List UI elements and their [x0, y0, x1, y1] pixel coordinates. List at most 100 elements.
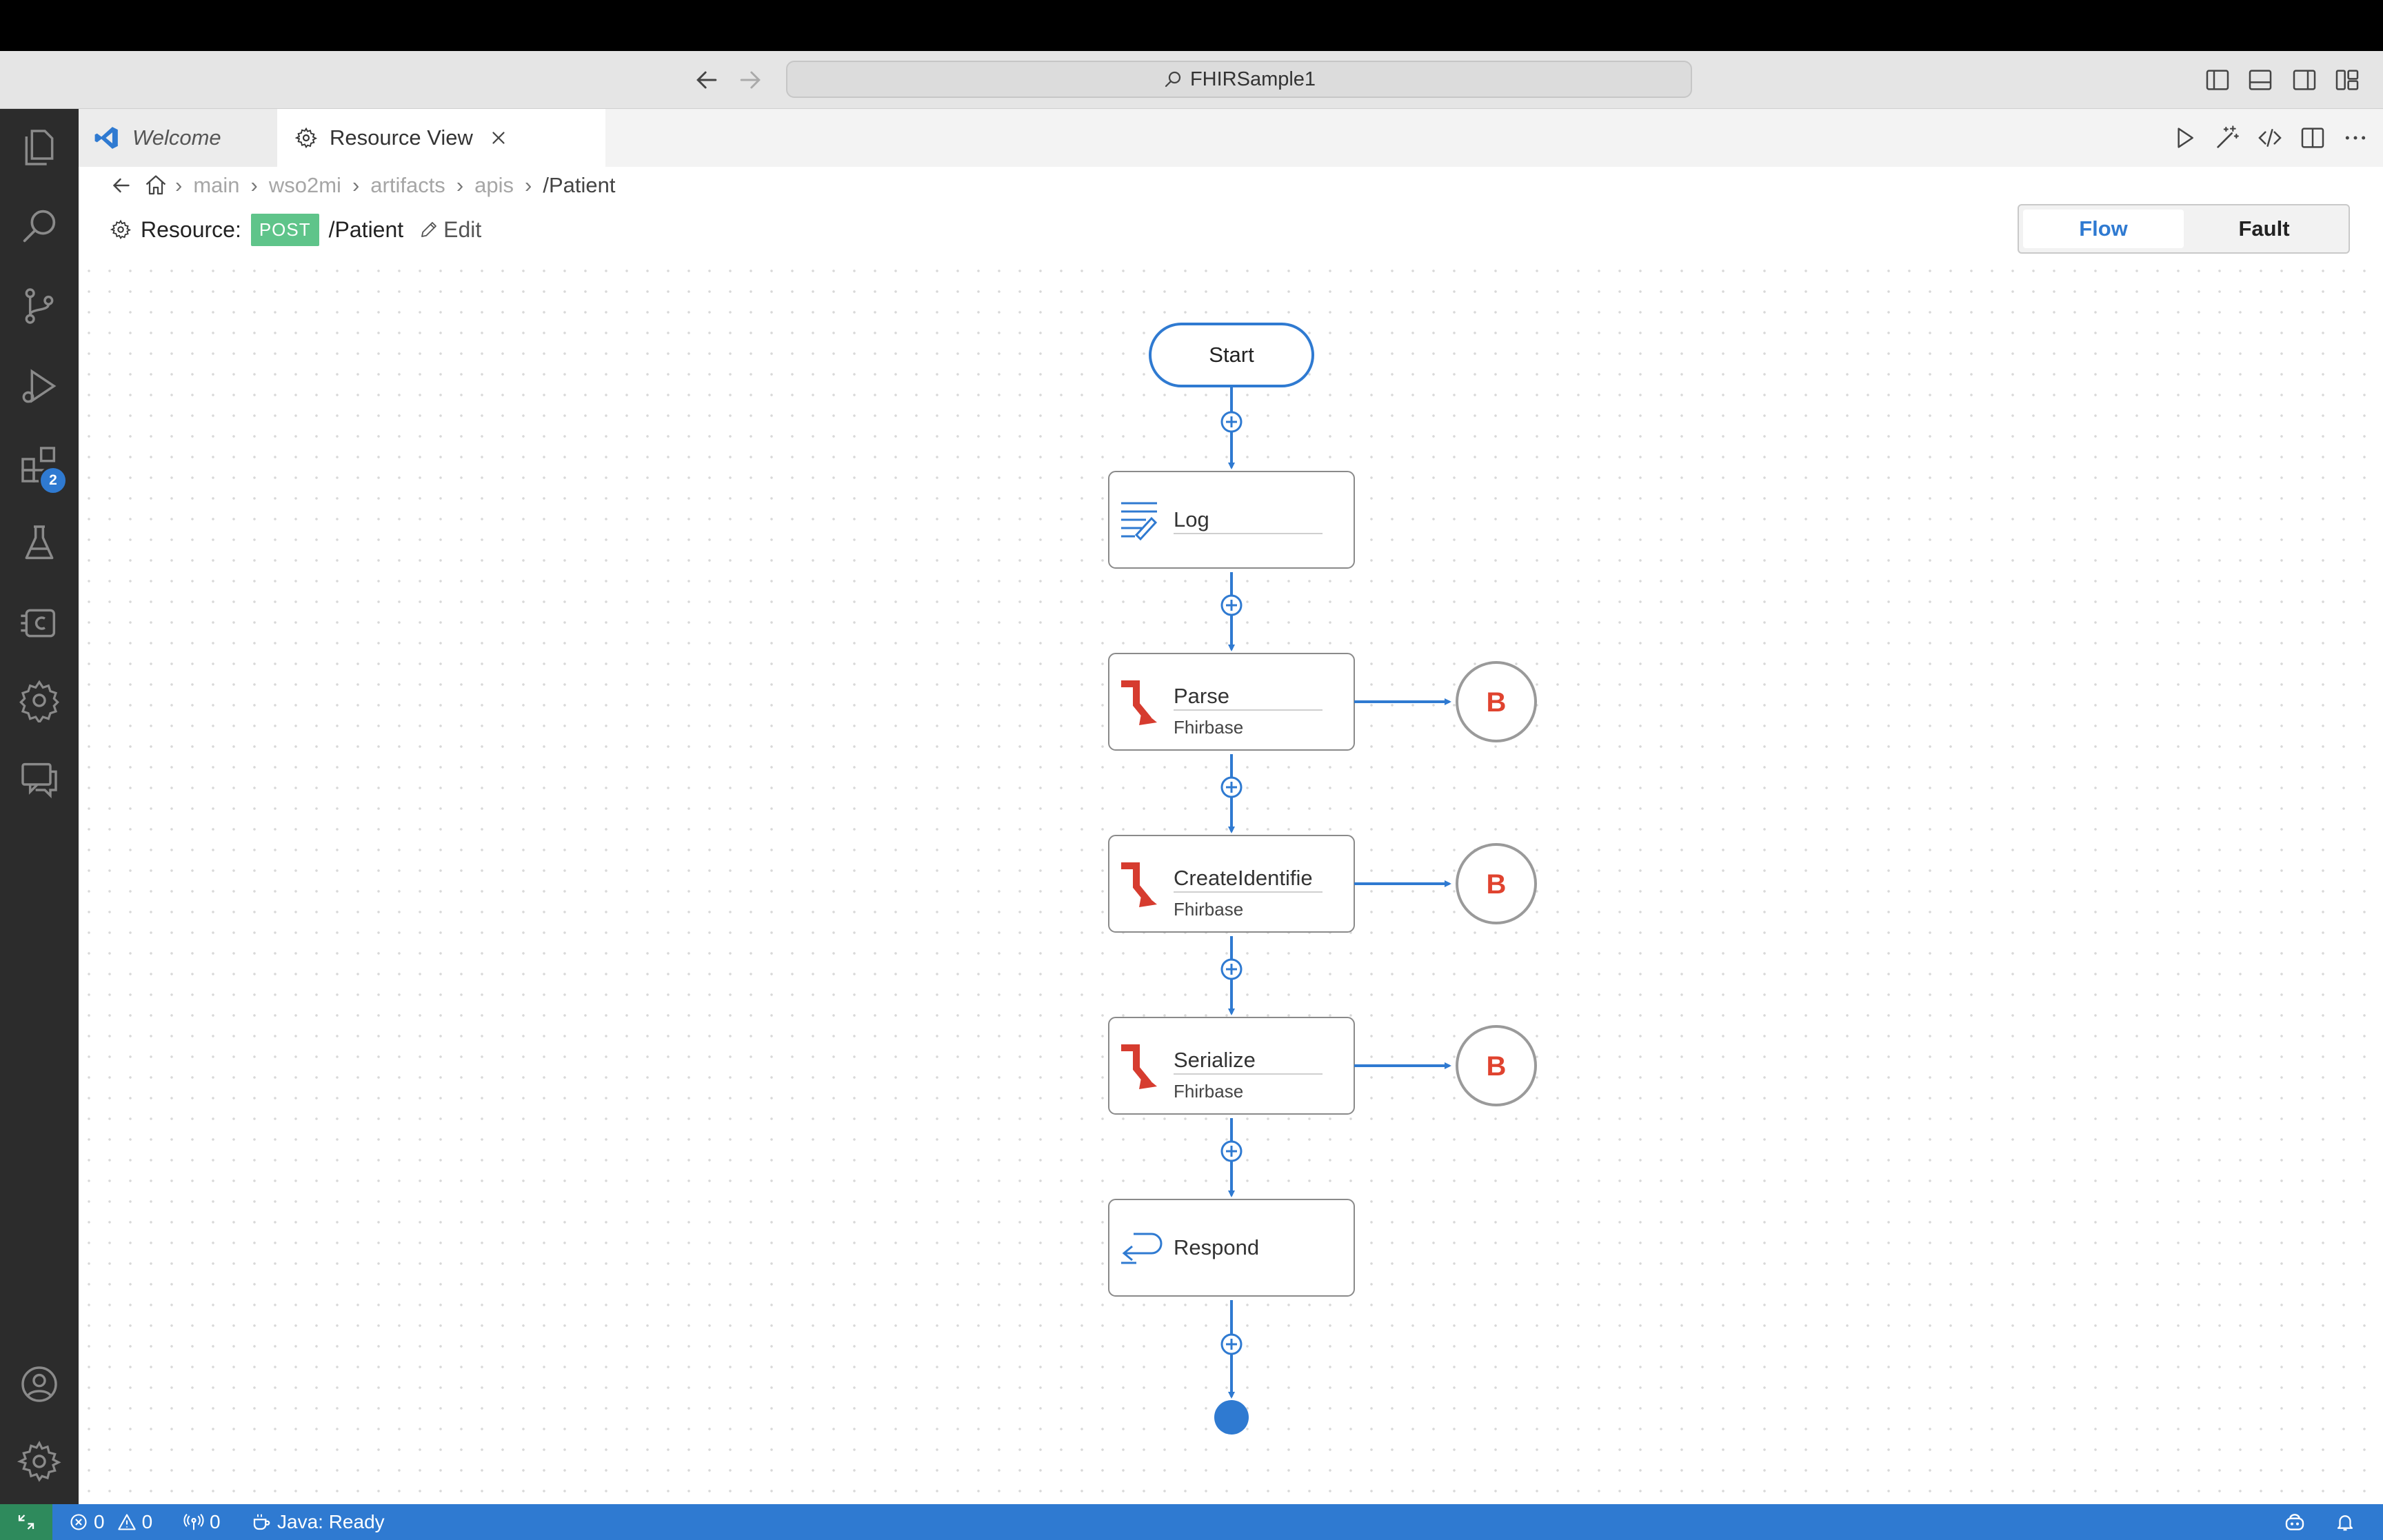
add-mediator-icon[interactable]: [1220, 1333, 1243, 1355]
flow-fault-toggle: Flow Fault: [2018, 204, 2350, 254]
breadcrumb: › main › wso2mi › artifacts › apis › /Pa…: [109, 168, 619, 203]
chat-icon[interactable]: [17, 757, 61, 801]
chevron-right-icon: ›: [525, 173, 532, 197]
resource-header: Resource: POST /Patient Edit: [110, 212, 481, 247]
remote-explorer-icon[interactable]: [17, 601, 61, 645]
copilot-icon[interactable]: [2284, 1504, 2306, 1540]
title-bar: FHIRSample1: [0, 51, 2383, 109]
close-icon[interactable]: [488, 128, 509, 148]
manage-gear-icon[interactable]: [17, 1439, 61, 1483]
java-status-text: Java: Ready: [277, 1511, 385, 1532]
customize-layout-icon[interactable]: [2333, 66, 2361, 94]
branch-node[interactable]: B: [1456, 1025, 1537, 1106]
breadcrumb-item-artifacts[interactable]: artifacts: [370, 173, 445, 197]
more-actions-icon[interactable]: [2342, 124, 2369, 152]
node-subtitle: Fhirbase: [1174, 899, 1243, 920]
remote-window-button[interactable]: [0, 1504, 52, 1540]
testing-icon[interactable]: [17, 521, 61, 565]
branch-node[interactable]: B: [1456, 843, 1537, 924]
home-icon[interactable]: [143, 173, 168, 198]
bell-icon[interactable]: [2335, 1504, 2355, 1540]
mediator-node-log[interactable]: Log: [1108, 471, 1355, 569]
magic-wand-icon[interactable]: [2213, 124, 2241, 152]
diagram-canvas: Start Log: [79, 261, 2383, 1504]
edit-button[interactable]: Edit: [419, 217, 481, 243]
connector-icon: [1121, 862, 1157, 907]
integrator-icon[interactable]: [17, 678, 61, 722]
tab-label: Resource View: [330, 125, 473, 150]
connector-node-parse[interactable]: Parse Fhirbase: [1108, 653, 1355, 751]
start-node[interactable]: Start: [1149, 323, 1314, 387]
chevron-right-icon: ›: [175, 173, 183, 197]
java-status[interactable]: Java: Ready: [251, 1504, 385, 1540]
connector-node-createidentifier[interactable]: CreateIdentifie Fhirbase: [1108, 835, 1355, 933]
forward-arrow-icon[interactable]: [735, 65, 765, 95]
node-title: Log: [1174, 507, 1209, 531]
coffee-icon: [251, 1512, 272, 1532]
node-title: Parse: [1174, 684, 1229, 708]
search-text: FHIRSample1: [1189, 68, 1316, 90]
add-mediator-icon[interactable]: [1220, 1140, 1243, 1162]
node-subtitle: Fhirbase: [1174, 1081, 1243, 1102]
branch-label: B: [1487, 687, 1507, 718]
split-editor-icon[interactable]: [2299, 124, 2326, 152]
code-view-icon[interactable]: [2256, 124, 2284, 152]
pencil-icon: [419, 219, 439, 240]
back-arrow-icon[interactable]: [692, 65, 722, 95]
gear-icon: [110, 219, 131, 240]
respond-icon: [1121, 1233, 1163, 1264]
breadcrumb-item-apis[interactable]: apis: [474, 173, 514, 197]
source-control-icon[interactable]: [17, 284, 61, 328]
toggle-panel-icon[interactable]: [2246, 66, 2274, 94]
node-title: Respond: [1174, 1235, 1259, 1259]
resource-path: /Patient: [328, 216, 404, 242]
tab-resource-view[interactable]: Resource View: [277, 109, 605, 167]
breadcrumb-item-main[interactable]: main: [193, 173, 240, 197]
node-subtitle: Fhirbase: [1174, 717, 1243, 738]
chevron-right-icon: ›: [250, 173, 258, 197]
warning-icon: [117, 1512, 137, 1532]
broadcast-icon: [183, 1512, 204, 1532]
connector-node-serialize[interactable]: Serialize Fhirbase: [1108, 1017, 1355, 1115]
chevron-right-icon: ›: [352, 173, 360, 197]
method-badge: POST: [250, 213, 319, 246]
branch-label: B: [1487, 1051, 1507, 1082]
problems-status[interactable]: 0 0: [69, 1504, 152, 1540]
add-mediator-icon[interactable]: [1220, 958, 1243, 980]
extensions-badge: 2: [39, 466, 68, 495]
mediator-node-respond[interactable]: Respond: [1108, 1199, 1355, 1297]
add-mediator-icon[interactable]: [1220, 776, 1243, 798]
run-and-debug-icon[interactable]: [17, 364, 61, 408]
status-bar: 0 0 0 Java: Ready: [0, 1504, 2383, 1540]
edit-label: Edit: [443, 216, 482, 242]
branch-node[interactable]: B: [1456, 661, 1537, 742]
tab-welcome[interactable]: Welcome: [79, 109, 277, 167]
activity-bar: 2: [0, 109, 79, 1504]
editor-tab-bar: Welcome Resource View: [79, 109, 2383, 167]
tab-label: Welcome: [132, 125, 221, 150]
command-center-search[interactable]: FHIRSample1: [786, 61, 1692, 98]
explorer-icon[interactable]: [17, 125, 61, 170]
node-title: Serialize: [1174, 1048, 1256, 1072]
run-icon[interactable]: [2171, 124, 2198, 152]
breadcrumb-item-wso2mi[interactable]: wso2mi: [268, 173, 341, 197]
node-title: CreateIdentifie: [1174, 866, 1313, 890]
accounts-icon[interactable]: [17, 1362, 61, 1406]
connector-icon: [1121, 1044, 1157, 1089]
extensions-icon[interactable]: [17, 443, 61, 487]
tab-flow[interactable]: Flow: [2023, 210, 2184, 248]
back-arrow-icon[interactable]: [109, 173, 134, 198]
toggle-secondary-sidebar-icon[interactable]: [2291, 66, 2318, 94]
add-mediator-icon[interactable]: [1220, 411, 1243, 433]
breadcrumb-item-patient[interactable]: /Patient: [543, 173, 616, 197]
macos-menu-bar: [0, 0, 2383, 51]
add-mediator-icon[interactable]: [1220, 594, 1243, 616]
tab-fault[interactable]: Fault: [2238, 216, 2290, 241]
ports-status[interactable]: 0: [183, 1504, 221, 1540]
search-view-icon[interactable]: [17, 204, 61, 248]
error-count: 0: [94, 1511, 105, 1532]
error-icon: [69, 1512, 88, 1532]
toggle-primary-sidebar-icon[interactable]: [2204, 66, 2231, 94]
search-icon: [1163, 69, 1183, 90]
warning-count: 0: [141, 1511, 153, 1532]
